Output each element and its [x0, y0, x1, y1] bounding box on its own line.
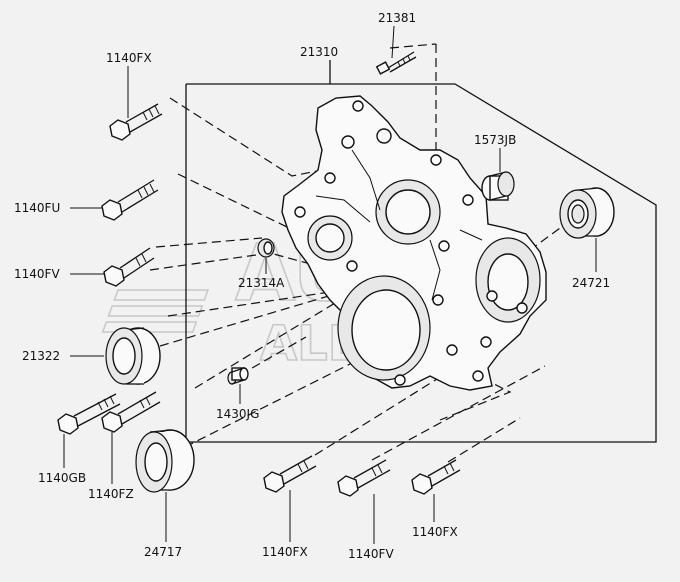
ring-21314a-part [257, 238, 275, 258]
label-1140gb: 1140GB [38, 471, 86, 485]
bolt-1140fz-part [101, 391, 161, 433]
label-1430jg: 1430JG [216, 407, 259, 421]
bearing-24721-part [559, 187, 615, 239]
bushing-1573jb-part [481, 171, 515, 201]
label-1140fx-bottom: 1140FX [262, 545, 308, 559]
seal-24717-part [135, 429, 195, 493]
label-24721: 24721 [572, 276, 610, 290]
bolt-21381-part [375, 51, 417, 75]
label-1140fv-left: 1140FV [14, 267, 60, 281]
bolt-1140fv-bottom-part [337, 459, 391, 497]
label-1140fx-right: 1140FX [412, 525, 458, 539]
label-1140fx-top: 1140FX [106, 51, 152, 65]
dowel-1430jg-part [227, 367, 249, 385]
label-1140fz: 1140FZ [88, 487, 134, 501]
front-cover-part [281, 95, 547, 391]
bolt-1140fu-part [101, 179, 159, 221]
label-24717: 24717 [144, 545, 182, 559]
label-21314a: 21314A [238, 276, 285, 290]
label-21322: 21322 [22, 349, 60, 363]
bolt-1140fx-right-part [411, 459, 461, 495]
part-labels: 21381 1140FX 21310 1573JB 1140FU 1140FV … [14, 11, 610, 561]
label-1140fv-bottom: 1140FV [348, 547, 394, 561]
label-21381: 21381 [378, 11, 416, 25]
bolt-1140fx-top-part [109, 103, 163, 141]
leader-21381 [391, 25, 395, 59]
label-1140fu: 1140FU [14, 201, 60, 215]
label-1573jb: 1573JB [474, 133, 516, 147]
bolt-1140fx-bottom-part [263, 455, 317, 493]
label-21310: 21310 [300, 45, 338, 59]
assembly-frame [185, 83, 657, 443]
bolt-1140gb-part [57, 393, 121, 435]
seal-21322-part [105, 327, 161, 385]
bolt-1140fv-left-part [103, 247, 155, 287]
